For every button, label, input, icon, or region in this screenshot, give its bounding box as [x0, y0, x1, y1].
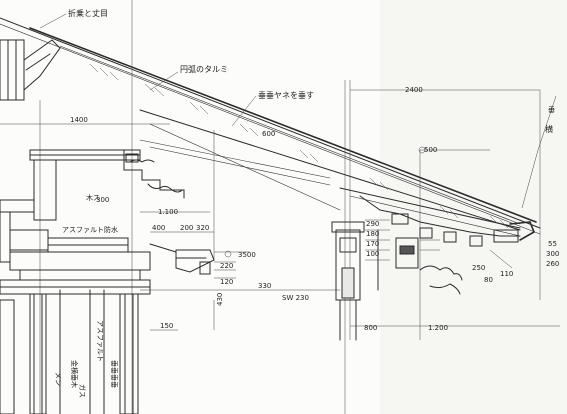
dim-290: 290 — [366, 220, 379, 228]
dim-330: 330 — [258, 282, 271, 290]
label-fold-top: 折乗と丈目 — [68, 8, 108, 18]
vertical-note-5: メン — [54, 372, 62, 386]
leader-lines — [39, 13, 557, 209]
dim-500: 500 — [424, 146, 437, 154]
dim-300: 300 — [96, 196, 109, 204]
dim-180: 180 — [366, 230, 379, 238]
label-roof-pitch: 垂 — [548, 105, 555, 114]
markers — [224, 146, 426, 258]
eave-cap — [509, 221, 536, 241]
roof-hatching — [89, 63, 509, 229]
dimension-ticks — [150, 219, 513, 331]
dim-430: 430 — [216, 293, 224, 306]
dimension-labels: 2400 1400 600 1.100 300 200 320 400 3500… — [70, 86, 559, 332]
label-asphalt: アスファルト防水 — [62, 225, 118, 234]
dim-220: 220 — [220, 262, 233, 270]
dim-1400: 1400 — [70, 116, 88, 124]
eave-corbel — [123, 149, 185, 199]
vertical-note-1: アスファルト — [96, 320, 104, 362]
vertical-note-4: ガス — [78, 384, 87, 398]
dim-3500: 3500 — [238, 251, 256, 259]
dim-320: 320 — [196, 224, 209, 232]
dim-600: 600 — [262, 130, 275, 138]
label-batten: 木ス — [86, 193, 100, 202]
central-column — [331, 221, 365, 341]
label-eave: 横 — [545, 124, 553, 134]
dim-400: 400 — [152, 224, 165, 232]
vertical-notes: アスファルト 金横垂木 垂垂垂垂 ガス メン — [54, 320, 119, 398]
dim-800: 800 — [364, 324, 377, 332]
dim-1100: 1.100 — [158, 208, 178, 216]
vertical-note-2: 金横垂木 — [70, 360, 79, 388]
dim-110: 110 — [500, 270, 513, 278]
dim-300b: 300 — [546, 250, 559, 258]
dim-170: 170 — [366, 240, 379, 248]
dim-55: 55 — [548, 240, 557, 248]
vertical-note-3: 垂垂垂垂 — [110, 360, 119, 388]
dim-80: 80 — [484, 276, 493, 284]
dim-150: 150 — [160, 322, 173, 330]
label-arc-sag: 円弧のタルミ — [180, 64, 228, 74]
paper-tone — [380, 0, 567, 414]
gutter-detail — [149, 243, 215, 275]
dim-100: 100 — [366, 250, 379, 258]
roof-slope-lines — [0, 17, 541, 237]
dim-250: 250 — [472, 264, 485, 272]
dim-200: 200 — [180, 224, 193, 232]
dim-1200: 1.200 — [428, 324, 448, 332]
dim-260: 260 — [546, 260, 559, 268]
dim-120: 120 — [220, 278, 233, 286]
dim-2400: 2400 — [405, 86, 423, 94]
japanese-labels: 折乗と丈目 円弧のタルミ 垂垂ヤネを垂す アスファルト防水 木ス 横 垂 — [62, 8, 555, 234]
left-structure — [0, 39, 151, 414]
label-rafter-ends: 垂垂ヤネを垂す — [258, 90, 314, 100]
dim-sw230: SW 230 — [282, 294, 309, 302]
